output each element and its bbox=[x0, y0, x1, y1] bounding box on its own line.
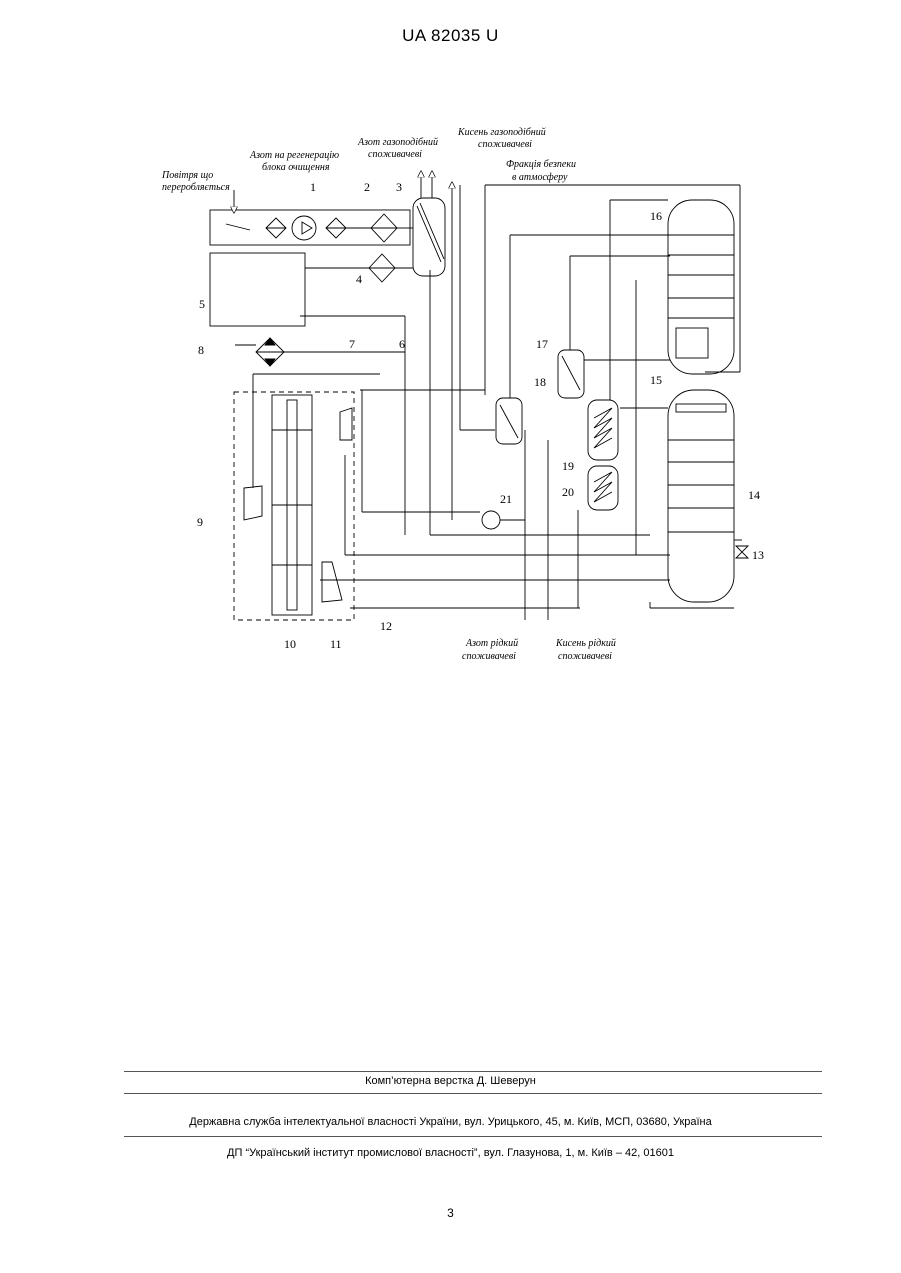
label-safety-fraction-2: в атмосферу bbox=[512, 172, 568, 183]
label-4: 4 bbox=[356, 272, 362, 286]
footer-divider-1 bbox=[124, 1071, 822, 1072]
label-nitrogen-liquid-2: споживачеві bbox=[462, 651, 516, 662]
label-oxygen-gas-1: Кисень газоподібний bbox=[457, 127, 546, 138]
footer-divider-2 bbox=[124, 1093, 822, 1094]
cold-box bbox=[234, 392, 354, 620]
footer-layout-credit: Комп’ютерна верстка Д. Шеверун bbox=[0, 1075, 901, 1087]
label-7: 7 bbox=[349, 337, 355, 351]
label-1: 1 bbox=[310, 180, 316, 194]
label-nitrogen-liquid-1: Азот рідкий bbox=[465, 638, 518, 649]
unit-5 bbox=[210, 253, 305, 326]
label-2: 2 bbox=[364, 180, 370, 194]
label-oxygen-gas-2: споживачеві bbox=[478, 139, 532, 150]
label-19: 19 bbox=[562, 459, 574, 473]
label-air-1: Повітря що bbox=[161, 170, 213, 181]
label-nitrogen-regen-2: блока очищення bbox=[262, 162, 330, 173]
upper-column-16 bbox=[668, 200, 734, 374]
label-16: 16 bbox=[650, 209, 662, 223]
label-oxygen-liquid-1: Кисень рідкий bbox=[555, 638, 616, 649]
label-17: 17 bbox=[536, 337, 548, 351]
label-8: 8 bbox=[198, 343, 204, 357]
process-flow-diagram: 1 2 3 4 5 6 7 8 9 10 11 12 13 14 15 16 1… bbox=[0, 0, 901, 700]
adsorber-3 bbox=[413, 198, 445, 276]
label-15: 15 bbox=[650, 373, 662, 387]
label-13: 13 bbox=[752, 548, 764, 562]
label-safety-fraction-1: Фракція безпеки bbox=[506, 159, 576, 170]
lower-column-14 bbox=[668, 390, 734, 602]
label-14: 14 bbox=[748, 488, 760, 502]
label-6: 6 bbox=[399, 337, 405, 351]
page-number: 3 bbox=[0, 1206, 901, 1220]
label-10: 10 bbox=[284, 637, 296, 651]
label-11: 11 bbox=[330, 637, 342, 651]
footer-divider-3 bbox=[124, 1136, 822, 1137]
label-18: 18 bbox=[534, 375, 546, 389]
label-air-2: переробляється bbox=[162, 182, 230, 193]
label-oxygen-liquid-2: споживачеві bbox=[558, 651, 612, 662]
label-nitrogen-regen-1: Азот на регенерацію bbox=[249, 150, 339, 161]
label-5: 5 bbox=[199, 297, 205, 311]
label-3: 3 bbox=[396, 180, 402, 194]
footer-institute: ДП “Український інститут промислової вла… bbox=[0, 1147, 901, 1159]
label-12: 12 bbox=[380, 619, 392, 633]
label-20: 20 bbox=[562, 485, 574, 499]
label-nitrogen-gas-2: споживачеві bbox=[368, 149, 422, 160]
label-nitrogen-gas-1: Азот газоподібний bbox=[357, 137, 438, 148]
footer-agency: Державна служба інтелектуальної власност… bbox=[0, 1116, 901, 1128]
label-9: 9 bbox=[197, 515, 203, 529]
label-21: 21 bbox=[500, 492, 512, 506]
